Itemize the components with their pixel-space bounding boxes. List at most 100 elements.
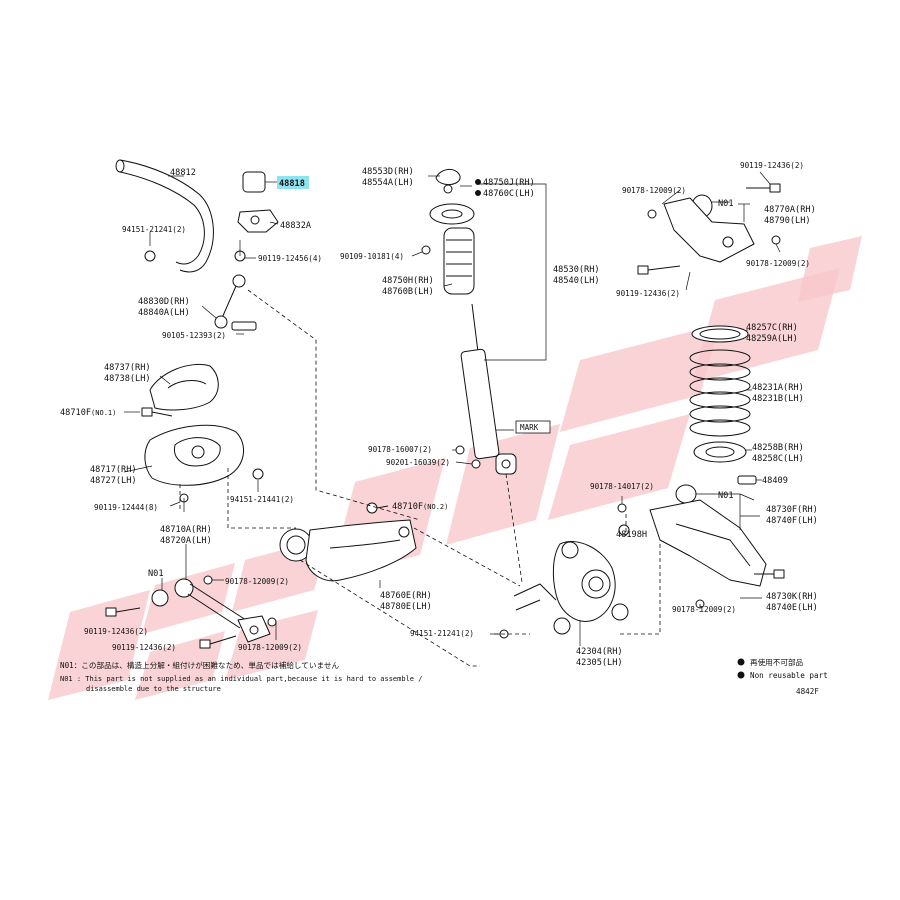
label-48259a: 48259A(LH) bbox=[746, 334, 798, 344]
nut-90178-12009-left bbox=[203, 575, 277, 627]
label-48231a: 48231A(RH) bbox=[752, 383, 804, 393]
label-94151-21441: 94151-21441(2) bbox=[230, 495, 294, 504]
bolt-90119-12436-right-bottom bbox=[637, 265, 681, 275]
bolt-90119-12436-left bbox=[105, 607, 141, 617]
label-48730k: 48730K(RH) bbox=[766, 592, 818, 602]
label-48840a: 48840A(LH) bbox=[138, 308, 190, 318]
label-48409: 48409 bbox=[762, 476, 788, 486]
nut-94151-21241 bbox=[144, 250, 156, 262]
assembly-lines bbox=[179, 289, 701, 667]
coil-spring bbox=[689, 349, 751, 437]
label-48727: 48727(LH) bbox=[90, 476, 137, 486]
upper-control-arm-right bbox=[663, 194, 755, 263]
shock-absorber bbox=[460, 303, 517, 475]
label-48818: 48818 bbox=[279, 179, 305, 189]
leader-lines bbox=[123, 171, 781, 646]
label-48231b: 48231B(LH) bbox=[752, 394, 804, 404]
label-48738: 48738(LH) bbox=[104, 374, 151, 384]
footnotes: N01：この部品は、構造上分解・組付けが困難なため、単品では補給していません N… bbox=[60, 660, 422, 693]
upper-mount bbox=[429, 203, 475, 225]
label-90119-12436-b: 90119-12436(2) bbox=[112, 643, 176, 652]
label-90105-12393: 90105-12393(2) bbox=[162, 331, 226, 340]
bolt-90201-16039 bbox=[471, 459, 481, 469]
note-n01-jp: N01：この部品は、構造上分解・組付けが困難なため、単品では補給していません bbox=[60, 660, 339, 670]
label-n01-right-bottom: N01 bbox=[718, 491, 734, 501]
mark-box bbox=[515, 420, 551, 434]
label-n01-left: N01 bbox=[148, 569, 164, 579]
nut-90178-14017 bbox=[617, 503, 627, 513]
label-90201-16039: 90201-16039(2) bbox=[386, 458, 450, 467]
part-labels: 48812 48818 48832A 94151-21241(2) 90119-… bbox=[60, 161, 818, 668]
label-48710f-no1: 48710F(NO.1) bbox=[60, 408, 116, 418]
label-90178-16007: 90178-16007(2) bbox=[368, 445, 432, 454]
label-94151-21241: 94151-21241(2) bbox=[122, 225, 186, 234]
lower-control-arm-no1 bbox=[151, 578, 271, 643]
highlight-48818 bbox=[277, 176, 309, 189]
bolt-48730K bbox=[754, 569, 785, 579]
label-48812: 48812 bbox=[170, 168, 196, 178]
bumper-48409 bbox=[737, 475, 757, 485]
label-48750j: 48750J(RH) bbox=[483, 178, 535, 188]
label-90178-12009-e: 90178-12009(2) bbox=[672, 605, 736, 614]
stabilizer-bracket bbox=[237, 209, 279, 233]
label-42305: 42305(LH) bbox=[576, 658, 623, 668]
bolt-90119-12436-right-top bbox=[746, 183, 781, 193]
label-48760b: 48760B(LH) bbox=[382, 287, 434, 297]
label-94151-21241-b: 94151-21241(2) bbox=[410, 629, 474, 638]
label-48760e: 48760E(RH) bbox=[380, 591, 432, 601]
spring-upper-insulator bbox=[691, 325, 749, 343]
label-48553d: 48553D(RH) bbox=[362, 167, 414, 177]
stopper-48198H bbox=[618, 524, 630, 536]
legend-non-reusable-en: Non reusable part bbox=[750, 671, 828, 680]
label-48737: 48737(RH) bbox=[104, 363, 151, 373]
diagram-id: 4842F bbox=[796, 687, 819, 696]
nut-90178-16007 bbox=[455, 445, 465, 455]
spring-lower-insulator bbox=[693, 441, 747, 463]
label-48198h: 48198H bbox=[616, 530, 647, 540]
subframe-mount bbox=[144, 424, 244, 486]
label-90178-12009-c: 90178-12009(2) bbox=[622, 186, 686, 195]
note-n01-en-line2: disassemble due to the structure bbox=[86, 685, 221, 693]
bolt-90109-10181 bbox=[421, 245, 431, 255]
label-48710f-no2: 48710F(NO.2) bbox=[392, 502, 448, 512]
bolt-48710F-no1 bbox=[141, 407, 173, 417]
subframe-cover bbox=[149, 364, 219, 411]
label-90119-12436-a: 90119-12436(2) bbox=[84, 627, 148, 636]
label-48710a: 48710A(RH) bbox=[160, 525, 212, 535]
label-90119-12456: 90119-12456(4) bbox=[258, 254, 322, 263]
watermark-logo bbox=[48, 236, 862, 700]
label-48720a: 48720A(LH) bbox=[160, 536, 212, 546]
legend-dot-icon bbox=[737, 671, 745, 679]
lower-arm-right bbox=[649, 499, 767, 587]
dust-boot bbox=[443, 227, 475, 295]
non-reusable-dot bbox=[475, 190, 481, 196]
label-48830d: 48830D(RH) bbox=[138, 297, 190, 307]
label-90178-12009-b: 90178-12009(2) bbox=[238, 643, 302, 652]
label-mark: MARK bbox=[520, 423, 539, 432]
legend-dot-icon bbox=[737, 658, 745, 666]
label-90119-12444: 90119-12444(8) bbox=[94, 503, 158, 512]
label-48740e: 48740E(LH) bbox=[766, 603, 818, 613]
label-48530: 48530(RH) bbox=[553, 265, 600, 275]
stabilizer-link bbox=[214, 274, 257, 331]
label-48257c: 48257C(RH) bbox=[746, 323, 798, 333]
rear-axle-carrier bbox=[513, 540, 629, 635]
label-n01-right-top: N01 bbox=[718, 199, 734, 209]
label-90178-12009-a: 90178-12009(2) bbox=[225, 577, 289, 586]
bushing-n01 bbox=[675, 484, 697, 504]
nut-94151-21441 bbox=[252, 468, 264, 480]
label-48540: 48540(LH) bbox=[553, 276, 600, 286]
label-90119-12436-d: 90119-12436(2) bbox=[616, 289, 680, 298]
shock-upper-cap bbox=[435, 169, 461, 194]
label-90178-12009-d: 90178-12009(2) bbox=[746, 259, 810, 268]
label-48770a: 48770A(RH) bbox=[764, 205, 816, 215]
label-48730f: 48730F(RH) bbox=[766, 505, 818, 515]
label-48750h: 48750H(RH) bbox=[382, 276, 434, 286]
label-90119-12436-c: 90119-12436(2) bbox=[740, 161, 804, 170]
label-48760c: 48760C(LH) bbox=[483, 189, 535, 199]
note-n01-en-line1: N01 : This part is not supplied as an in… bbox=[60, 675, 422, 683]
label-42304: 42304(RH) bbox=[576, 647, 623, 657]
label-48554a: 48554A(LH) bbox=[362, 178, 414, 188]
bolt-90119-12444 bbox=[179, 493, 189, 512]
